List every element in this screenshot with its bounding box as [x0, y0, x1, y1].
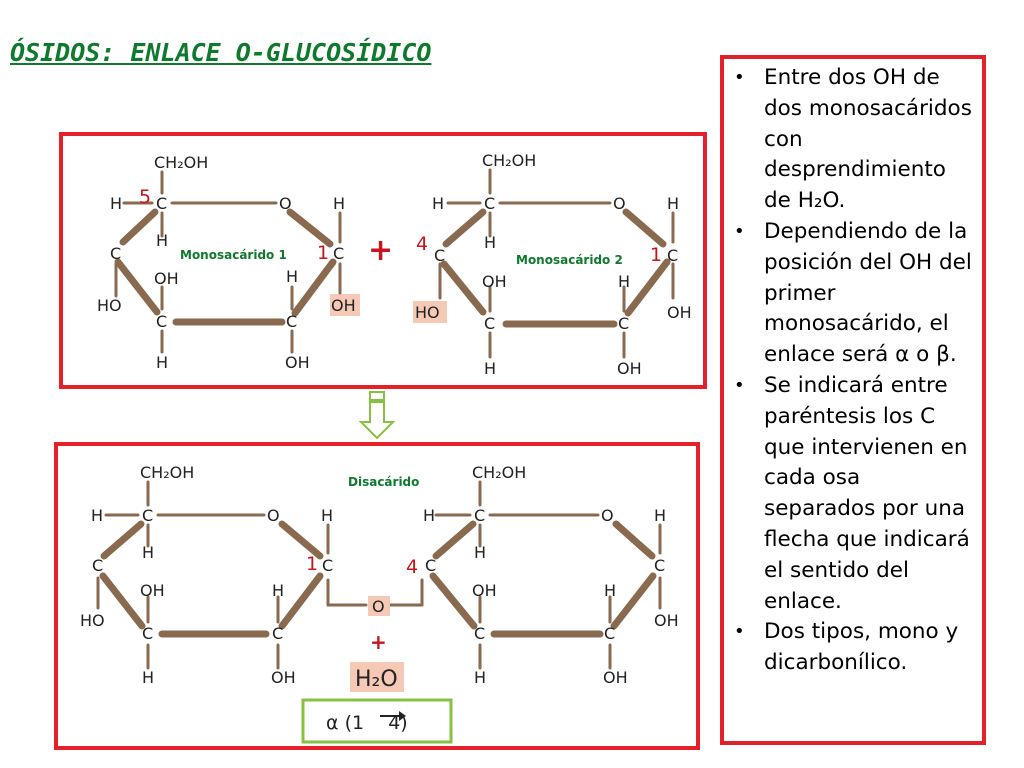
atom-c4: C — [92, 556, 103, 575]
atom-h: H — [474, 668, 486, 687]
atom-c2: C — [604, 624, 615, 643]
atom-h: H — [156, 353, 168, 372]
product-frame — [54, 442, 700, 750]
atom-oh-anomeric: OH — [331, 296, 356, 315]
atom-c1: C — [322, 556, 333, 575]
atom-h: H — [156, 231, 168, 250]
atom-ho: HO — [80, 611, 105, 630]
highlight-water — [350, 662, 404, 692]
atom-c3: C — [484, 314, 495, 333]
highlight-ho — [413, 301, 447, 323]
atom-c4: C — [425, 556, 436, 575]
atom-c1: C — [654, 556, 665, 575]
atom-c2: C — [272, 624, 283, 643]
atom-ho-highlight: HO — [415, 303, 440, 322]
arrow-right-icon — [380, 711, 406, 721]
atom-o-ring: O — [279, 194, 292, 213]
atom-oh: OH — [140, 581, 165, 600]
water-plus: + — [370, 630, 387, 654]
atom-h: H — [484, 233, 496, 252]
atom-ch2oh: CH₂OH — [154, 153, 208, 172]
atom-c3: C — [156, 312, 167, 331]
atom-oh: OH — [472, 581, 497, 600]
atom-h: H — [286, 267, 298, 286]
atom-h: H — [618, 272, 630, 291]
atom-ch2oh: CH₂OH — [472, 463, 526, 482]
atom-h: H — [474, 543, 486, 562]
atom-h: H — [110, 194, 122, 213]
atom-h: H — [321, 506, 333, 525]
atom-h: H — [272, 581, 284, 600]
carbon-number-4: 4 — [416, 233, 428, 255]
atom-h: H — [484, 359, 496, 378]
atom-h: H — [333, 194, 345, 213]
atom-oh: OH — [667, 303, 692, 322]
atom-c2: C — [618, 314, 629, 333]
atom-o-ring: O — [267, 506, 280, 525]
plus-sign: + — [368, 233, 393, 268]
atom-oh: OH — [154, 269, 179, 288]
atom-oh: OH — [617, 359, 642, 378]
reactants-frame — [59, 132, 707, 389]
atom-c5: C — [474, 506, 485, 525]
label-monosacarido-2: Monosacárido 2 — [516, 253, 623, 267]
atom-oh: OH — [285, 353, 310, 372]
atom-h: H — [654, 506, 666, 525]
carbon-number-1: 1 — [306, 553, 318, 575]
notes-panel: Entre dos OH de dos monosacáridos con de… — [720, 55, 986, 745]
atom-c5: C — [142, 506, 153, 525]
carbon-number-1: 1 — [317, 242, 329, 264]
monosaccharide-2: CH₂OH H C O H H C OH H C C C HO OH H OH … — [413, 151, 692, 378]
note-item: Se indicará entre paréntesis los C que i… — [734, 371, 978, 617]
atom-c1: C — [667, 246, 678, 265]
atom-h: H — [432, 194, 444, 213]
atom-ho: HO — [97, 296, 122, 315]
monosaccharide-1: CH₂OH H C O H H C OH H C C C HO H OH OH … — [97, 153, 360, 372]
atom-h: H — [91, 506, 103, 525]
atom-oh: OH — [271, 668, 296, 687]
note-item: Entre dos OH de dos monosacáridos con de… — [734, 63, 978, 217]
highlight-bridge-o — [368, 596, 390, 616]
atom-o-glycosidic: O — [372, 597, 385, 616]
label-disacarido: Disacárido — [348, 475, 419, 489]
atom-c2: C — [286, 312, 297, 331]
carbon-number-1: 1 — [650, 244, 662, 266]
label-monosacarido-1: Monosacárido 1 — [180, 248, 287, 262]
atom-c3: C — [142, 624, 153, 643]
highlight-oh — [330, 294, 360, 316]
notes-list: Entre dos OH de dos monosacáridos con de… — [724, 59, 982, 679]
note-item: Dos tipos, mono y dicarbonílico. — [734, 617, 978, 679]
atom-c4: C — [434, 246, 445, 265]
slide-title: ÓSIDOS: ENLACE O-GLUCOSÍDICO — [10, 38, 432, 67]
atom-c3: C — [474, 624, 485, 643]
atom-h: H — [142, 668, 154, 687]
atom-c4: C — [110, 244, 121, 263]
atom-o-ring: O — [601, 506, 614, 525]
atom-ch2oh: CH₂OH — [482, 151, 536, 170]
bond-type-box — [301, 698, 453, 744]
atom-oh: OH — [482, 272, 507, 291]
atom-h: H — [604, 581, 616, 600]
atom-oh: OH — [603, 668, 628, 687]
atom-oh: OH — [654, 611, 679, 630]
note-item: Dependiendo de la posición del OH del pr… — [734, 217, 978, 371]
atom-c1: C — [333, 244, 344, 263]
disaccharide: Disacárido CH₂OH H C O H H C C OH H C HO… — [80, 463, 679, 744]
atom-h: H — [423, 506, 435, 525]
water-molecule: H₂O — [355, 667, 398, 692]
atom-h: H — [142, 543, 154, 562]
carbon-number-5: 5 — [139, 186, 151, 208]
atom-c5: C — [484, 194, 495, 213]
bond-type-label: α (1 4) — [326, 712, 408, 734]
reaction-arrow — [358, 391, 396, 440]
atom-o-ring: O — [613, 194, 626, 213]
atom-c5: C — [156, 194, 167, 213]
carbon-number-4: 4 — [406, 556, 418, 578]
atom-h: H — [667, 194, 679, 213]
atom-ch2oh: CH₂OH — [140, 463, 194, 482]
